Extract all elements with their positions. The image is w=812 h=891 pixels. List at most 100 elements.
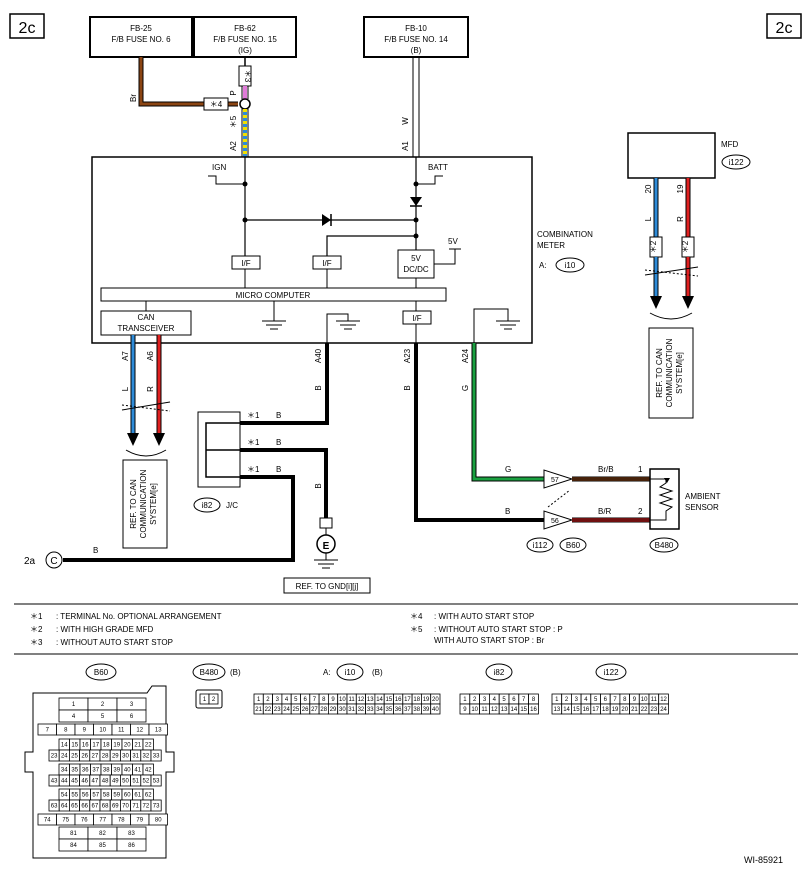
- b60-pin-12: 12: [136, 728, 143, 734]
- b60-pin-21: 21: [134, 743, 141, 749]
- b60-pin-3: 3: [130, 702, 134, 708]
- ambient-sensor: AMBIENT SENSOR B480: [649, 468, 721, 553]
- b60-pin-13: 13: [155, 728, 162, 734]
- b60-pin-27: 27: [92, 754, 99, 760]
- fuse-fb25: FB-25 F/B FUSE NO. 6: [89, 16, 193, 58]
- i122-pin-24-cell: [658, 703, 669, 715]
- i10-pin-19: 19: [423, 697, 430, 703]
- i10-pin-32: 32: [358, 707, 365, 713]
- wire-b-label-1: B: [314, 385, 323, 390]
- b60-pin-13-cell: [148, 723, 168, 736]
- i122-pin-15: 15: [573, 707, 580, 713]
- fuse-fb25-name: F/B FUSE NO. 6: [111, 35, 171, 44]
- pin-a24: A24: [461, 348, 470, 363]
- i10-pin-29: 29: [330, 707, 337, 713]
- b60-pin-40: 40: [124, 768, 131, 774]
- b60-pin-29: 29: [112, 754, 119, 760]
- pin-19: 19: [676, 184, 685, 193]
- offpage-connector: 2a C: [24, 551, 63, 569]
- i122-pin-13: 13: [554, 707, 561, 713]
- b60-pin-85: 85: [99, 843, 106, 849]
- note-2-text: : WITH HIGH GRADE MFD: [56, 625, 154, 634]
- wire-b-label-3: B: [276, 438, 281, 447]
- meter-label: COMBINATION METER A: i10: [537, 230, 593, 273]
- i122-pin-21: 21: [631, 707, 638, 713]
- ref-can-1-l1: REF. TO CAN: [129, 479, 138, 529]
- wire-b-label-8: B: [505, 507, 510, 516]
- i82-pin-10: 10: [471, 707, 478, 713]
- jc-mark-3: ＊1: [247, 465, 260, 474]
- i122-pin-6: 6: [604, 697, 608, 703]
- page-tag-left-text: 2c: [19, 20, 36, 37]
- meter-name-1: COMBINATION: [537, 230, 593, 239]
- meter-conn-prefix: A:: [539, 261, 547, 270]
- b60-pin-48: 48: [102, 779, 109, 785]
- b60-pin-20: 20: [124, 743, 131, 749]
- i82-pin-13: 13: [501, 707, 508, 713]
- b60-pin-26: 26: [81, 754, 88, 760]
- b60-pin-44: 44: [61, 779, 68, 785]
- sensor-name-1: AMBIENT: [685, 492, 721, 501]
- joint-dash: [547, 489, 571, 508]
- jc-conn: i82: [202, 501, 213, 510]
- meter-ign: IGN: [212, 163, 226, 172]
- sensor-name-2: SENSOR: [685, 503, 719, 512]
- b480-pin-2-cell: [208, 693, 219, 705]
- i10-pin-16: 16: [395, 697, 402, 703]
- b60-pin-84: 84: [70, 843, 77, 849]
- b60-pin-34: 34: [61, 768, 68, 774]
- b480-pin-1: 1: [203, 697, 207, 703]
- wire-b-label-5: B: [314, 483, 323, 488]
- mark-s3: ＊3: [243, 70, 252, 83]
- i82-label: i82: [494, 668, 505, 677]
- pin-1: 1: [638, 465, 643, 474]
- wire-l-label-1: L: [121, 386, 130, 391]
- wire-a23: [414, 343, 544, 522]
- b60-pin-6: 6: [130, 714, 134, 720]
- b60-pin-77: 77: [99, 818, 106, 824]
- b60-pin-73: 73: [153, 804, 160, 810]
- i10-pin-12: 12: [358, 697, 365, 703]
- meter-name-2: METER: [537, 241, 565, 250]
- mark-s5: ＊5: [229, 115, 238, 128]
- b60-pin-63: 63: [51, 804, 58, 810]
- joint-conn-labels: i112 B60: [526, 537, 587, 553]
- sensor-conn: B480: [655, 541, 674, 550]
- jc-mark-1: ＊1: [247, 411, 260, 420]
- combination-meter: IGN BATT I/F I/F 5V DC/DC 5V MIC: [91, 156, 533, 344]
- i10-pin-20: 20: [432, 697, 439, 703]
- i82-pin-14: 14: [511, 707, 518, 713]
- i10-pin-7: 7: [313, 697, 317, 703]
- i122-pin-3: 3: [575, 697, 579, 703]
- wire-a2: ＊5 A2: [229, 109, 249, 157]
- wire-b-label-2: B: [276, 411, 281, 420]
- b60-pin-68: 68: [102, 804, 109, 810]
- i122-pin-4: 4: [584, 697, 588, 703]
- fuse-fb62-id: FB-62: [234, 24, 256, 33]
- ground-e: E REF. TO GND[i][j]: [283, 517, 371, 594]
- b60-pin-78: 78: [118, 818, 125, 824]
- mark-s2-r: ＊2: [681, 240, 690, 253]
- b60-pin-6-cell: [116, 709, 147, 723]
- i82-pin-15: 15: [520, 707, 527, 713]
- b60-pin-58: 58: [103, 793, 110, 799]
- pin-2: 2: [638, 507, 643, 516]
- i122-pin-18: 18: [602, 707, 609, 713]
- ref-can-2-l2: COMMUNICATION: [665, 338, 674, 407]
- i10-pin-13: 13: [367, 697, 374, 703]
- fuse-fb25-id: FB-25: [130, 24, 152, 33]
- i82-pin-2: 2: [473, 697, 477, 703]
- b60-pin-76: 76: [81, 818, 88, 824]
- b60-pin-45: 45: [71, 779, 78, 785]
- b60-pin-57: 57: [92, 793, 99, 799]
- b480-pin-2: 2: [212, 697, 216, 703]
- meter-can-2: TRANSCEIVER: [118, 324, 175, 333]
- mark-s4: ＊4: [210, 100, 223, 109]
- b60-pin-33-cell: [150, 749, 162, 762]
- b60-pin-53-cell: [150, 774, 162, 787]
- i10-pin-10: 10: [339, 697, 346, 703]
- note-3-text: : WITHOUT AUTO START STOP: [56, 638, 173, 647]
- offpage-label: 2a: [24, 556, 36, 567]
- pin-20: 20: [644, 184, 653, 193]
